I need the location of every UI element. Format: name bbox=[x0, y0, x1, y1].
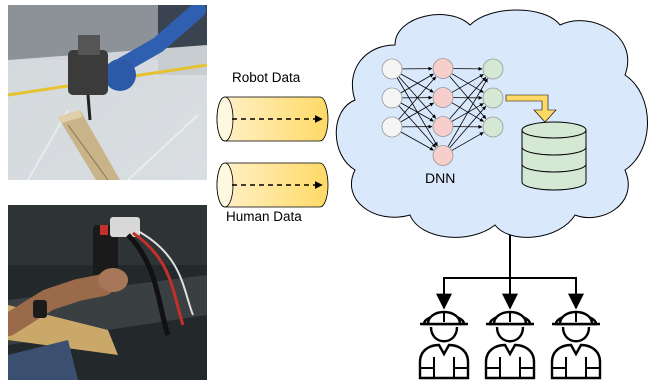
robot-photo bbox=[8, 5, 207, 180]
output-node bbox=[482, 87, 504, 109]
network-edge bbox=[400, 102, 434, 123]
network-edge bbox=[400, 73, 434, 94]
construction-worker-icon bbox=[550, 310, 602, 380]
hidden-node bbox=[432, 87, 454, 108]
hidden-node bbox=[432, 58, 454, 79]
hidden-node bbox=[432, 116, 454, 137]
robot-data-label: Robot Data bbox=[232, 70, 301, 85]
network-edge bbox=[451, 73, 484, 93]
robot-data-pipe bbox=[216, 96, 329, 142]
hidden-node bbox=[432, 145, 454, 166]
network-nodes bbox=[381, 58, 504, 166]
human-data-pipe bbox=[216, 162, 329, 208]
network-edge bbox=[400, 131, 434, 151]
workers-group bbox=[418, 310, 602, 380]
output-to-database-arrow bbox=[505, 94, 557, 123]
construction-worker-icon bbox=[484, 310, 536, 380]
network-edge bbox=[449, 105, 487, 149]
network-edges bbox=[396, 66, 488, 151]
network-edge bbox=[449, 76, 487, 120]
network-edge bbox=[451, 102, 484, 122]
output-node bbox=[482, 116, 504, 138]
output-node bbox=[482, 58, 504, 80]
construction-worker-icon bbox=[418, 310, 470, 380]
network-edge bbox=[400, 73, 434, 93]
network-edge bbox=[451, 74, 484, 93]
network-edge bbox=[451, 132, 484, 151]
human-data-label: Human Data bbox=[226, 209, 302, 224]
dnn-label: DNN bbox=[425, 170, 456, 186]
input-node bbox=[381, 58, 403, 80]
human-photo bbox=[8, 205, 207, 380]
input-node bbox=[381, 87, 403, 109]
network-edge bbox=[447, 78, 488, 148]
input-node bbox=[381, 116, 403, 138]
distribution-arrows bbox=[436, 235, 584, 310]
network-edge bbox=[400, 102, 434, 122]
database-icon bbox=[521, 121, 587, 191]
network-edge bbox=[398, 76, 437, 120]
